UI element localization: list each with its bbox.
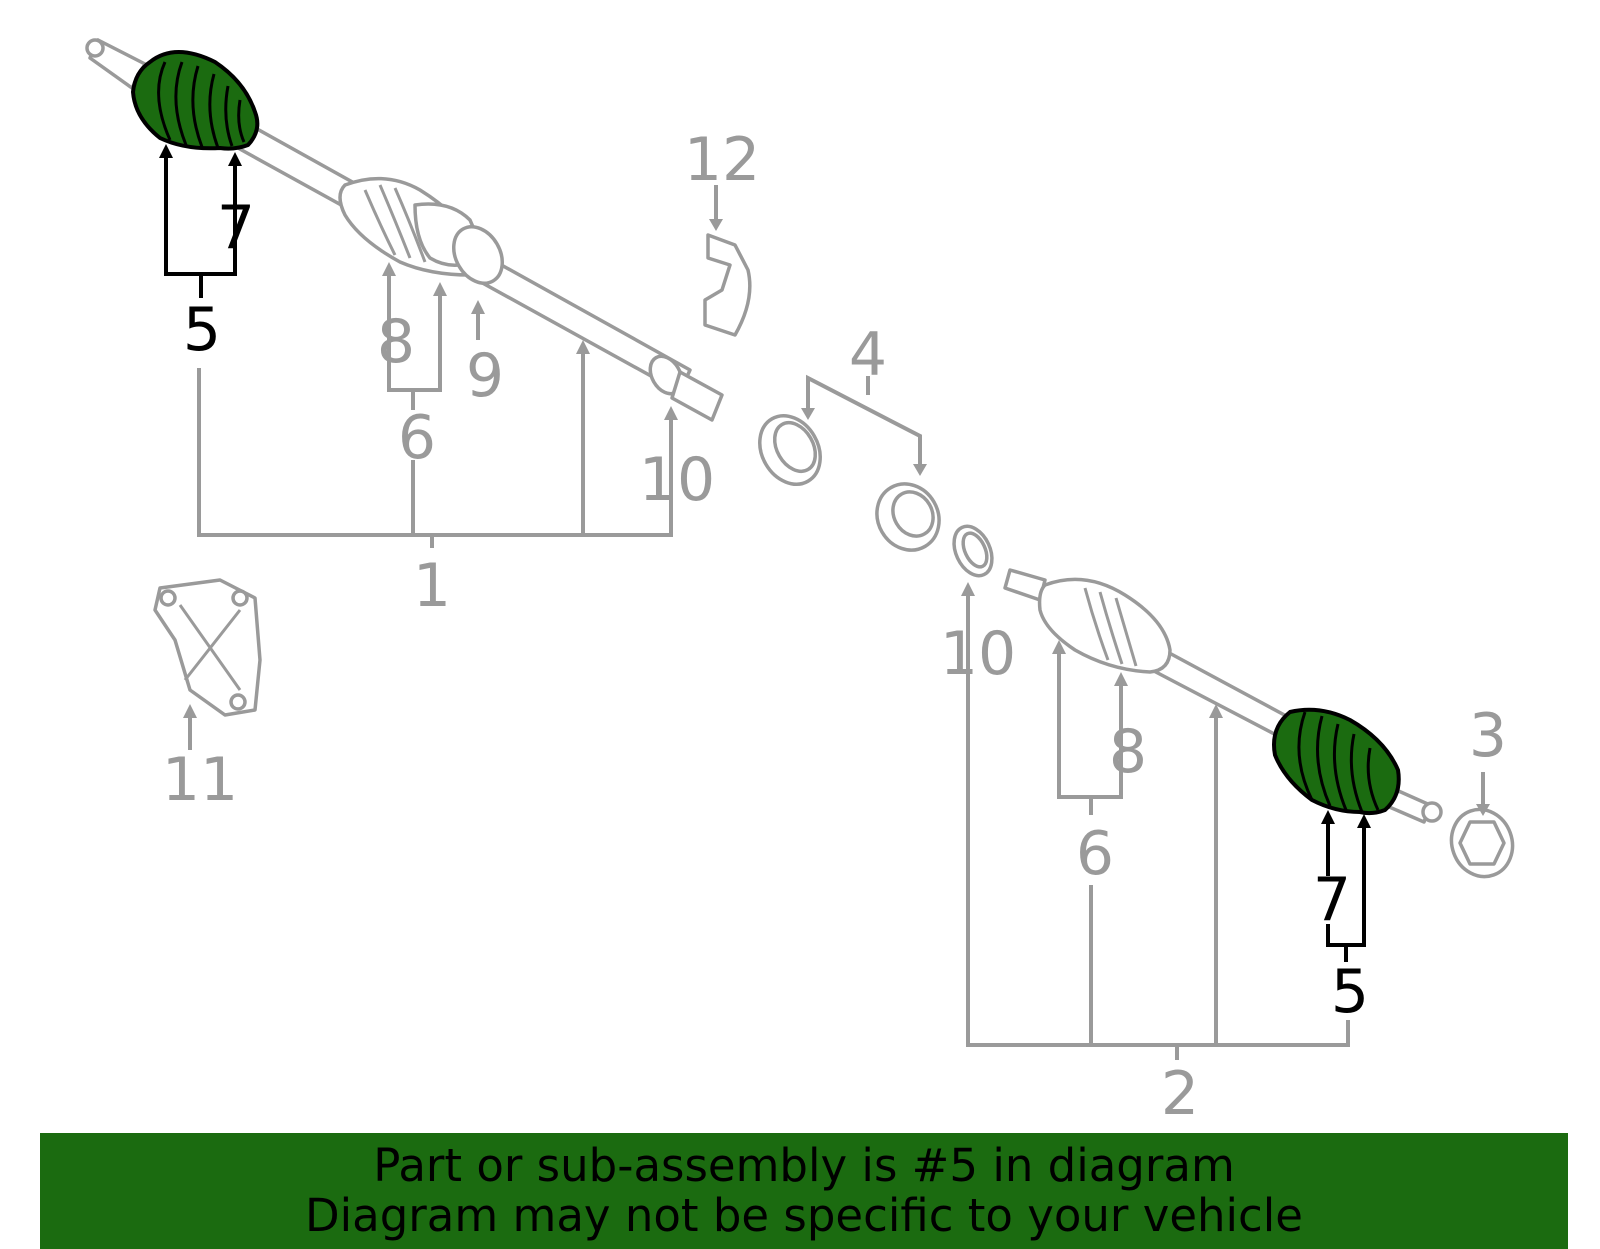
bearing-set[interactable]: [748, 405, 951, 562]
hub-nut[interactable]: [1442, 801, 1522, 885]
callout-5-upper: 5: [183, 295, 221, 365]
callout-10-upper: 10: [639, 445, 715, 515]
callout-4: 4: [849, 320, 887, 390]
part-info-banner: Part or sub-assembly is #5 in diagram Di…: [40, 1133, 1568, 1249]
callout-3: 3: [1469, 701, 1507, 771]
callout-11: 11: [162, 745, 238, 815]
callout-7-upper: 7: [217, 193, 255, 263]
center-bearing-bracket[interactable]: [153, 578, 262, 717]
lower-outer-cv-boot[interactable]: [1272, 707, 1401, 816]
callout-10-lower: 10: [940, 619, 1016, 689]
callout-8-lower: 8: [1109, 717, 1147, 787]
callout-1: 1: [413, 551, 451, 621]
callout-labels: 1 2 3 4 5 6 7 8 9 10 11 12 5 6 7 8 10: [162, 125, 1507, 1129]
seal-ring[interactable]: [947, 520, 1000, 581]
callout-5-lower: 5: [1331, 957, 1369, 1027]
callout-12: 12: [684, 125, 760, 195]
lower-leader-lines: [966, 590, 1485, 1060]
grey-arrowheads: [183, 219, 1490, 816]
upper-outer-cv-boot[interactable]: [131, 50, 260, 151]
callout-6-lower: 6: [1076, 819, 1114, 889]
callout-9: 9: [466, 341, 504, 411]
callout-2: 2: [1161, 1059, 1199, 1129]
upper-part5-leaders: [159, 144, 242, 298]
banner-line-part-number: Part or sub-assembly is #5 in diagram: [373, 1139, 1235, 1192]
bracket-part[interactable]: [703, 233, 752, 337]
upper-drive-axle: [85, 38, 724, 422]
upper-leader-lines: [188, 185, 922, 750]
banner-line-disclaimer: Diagram may not be specific to your vehi…: [305, 1189, 1303, 1242]
lower-part5-leaders: [1321, 810, 1371, 962]
callout-6-upper: 6: [398, 403, 436, 473]
callout-7-lower: 7: [1313, 865, 1351, 935]
callout-8-upper: 8: [377, 307, 415, 377]
